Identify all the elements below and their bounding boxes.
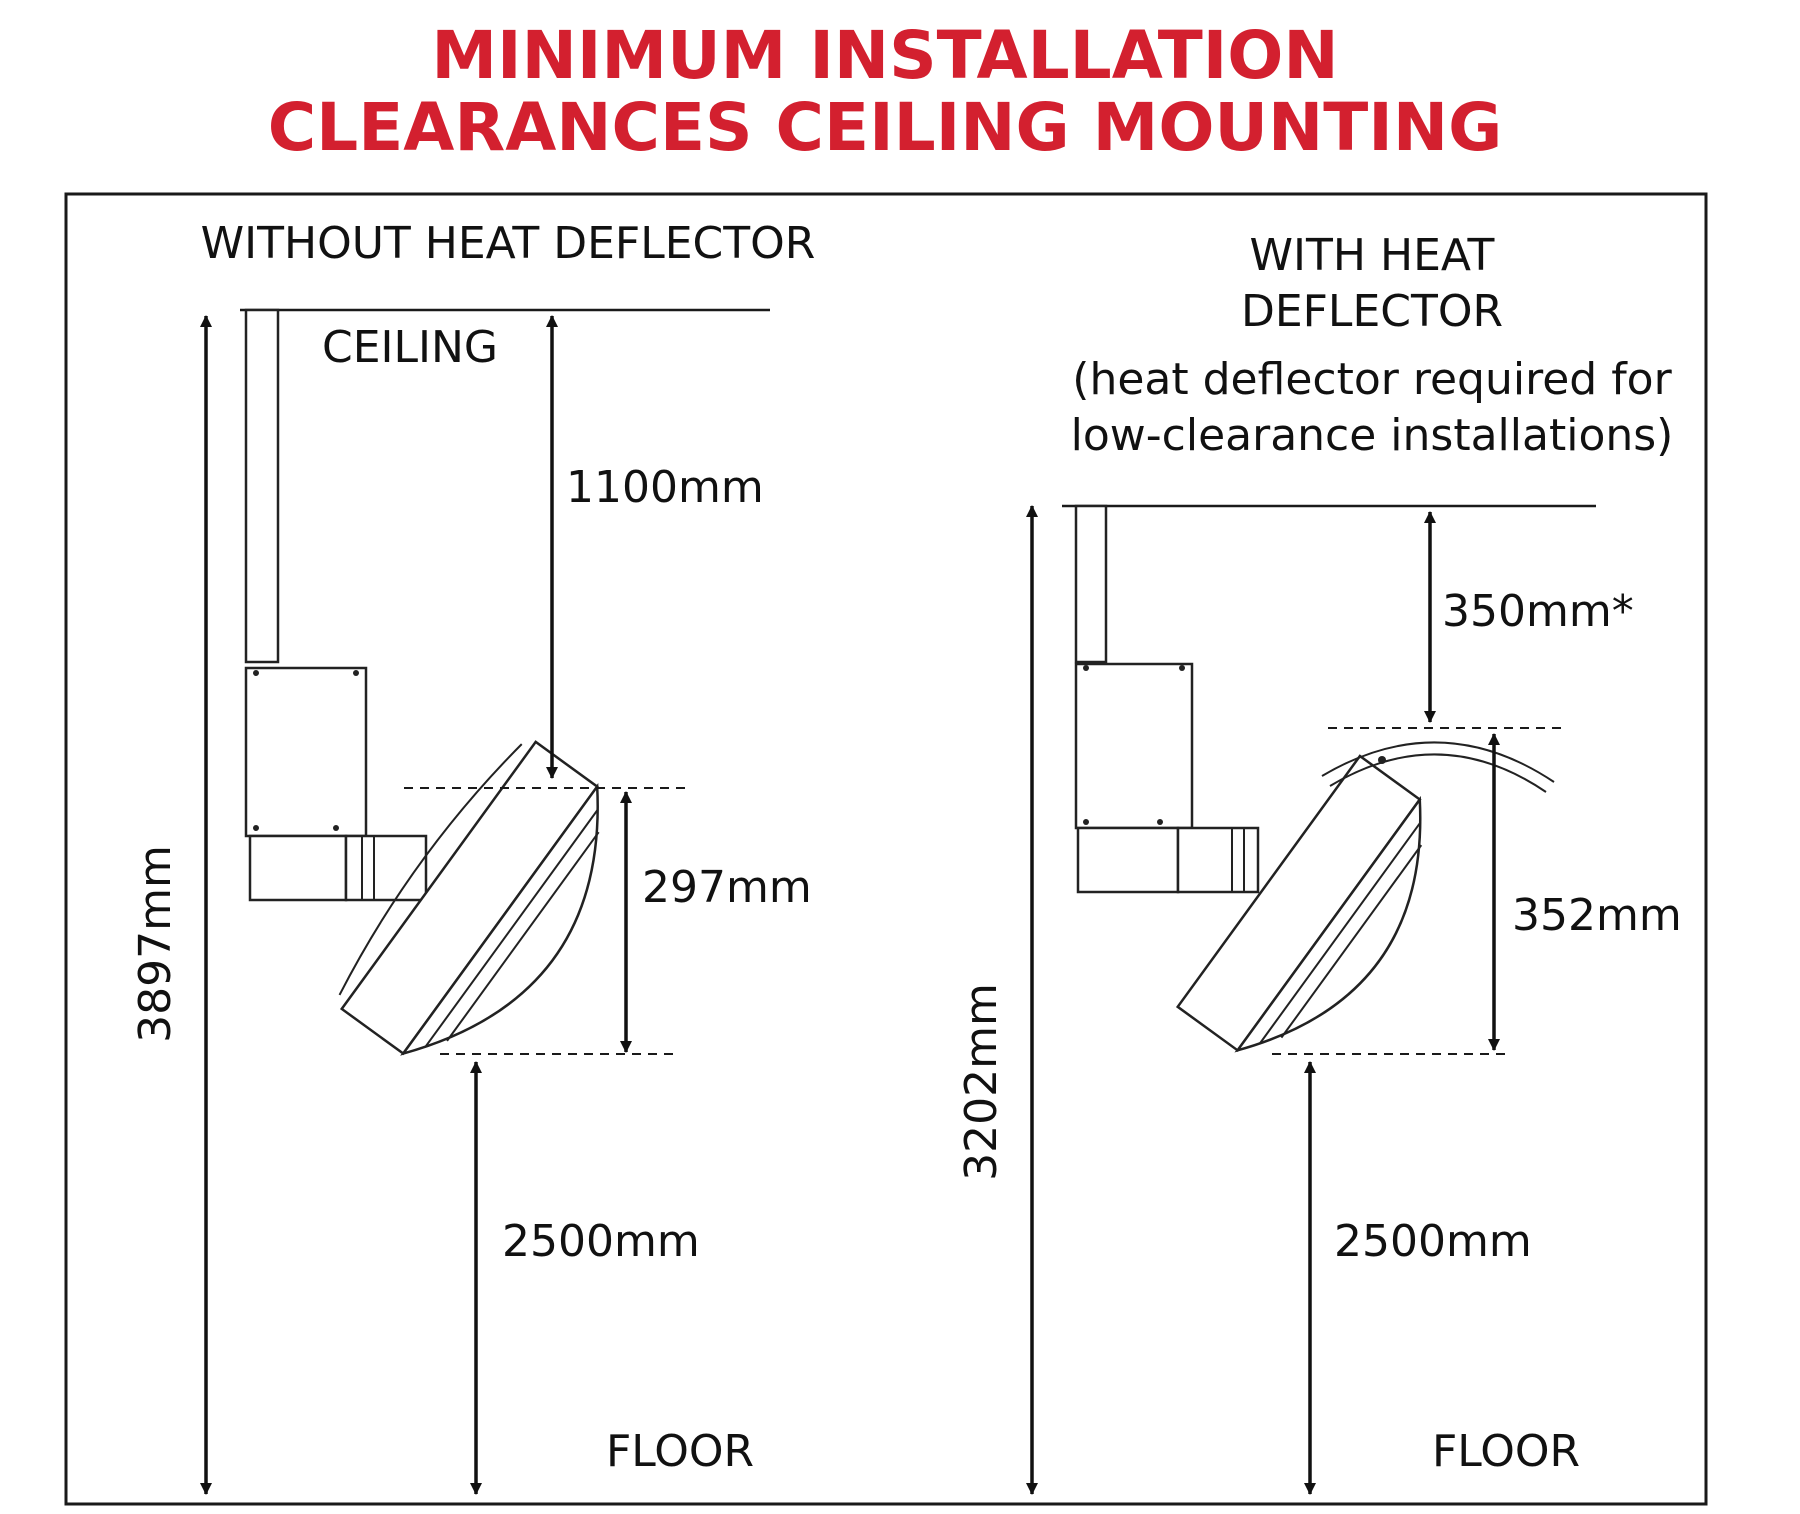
right-heading-line-2: DEFLECTOR xyxy=(1241,286,1503,337)
left-floor-label: FLOOR xyxy=(606,1426,754,1477)
right-heading-line-1: WITH HEAT xyxy=(1250,230,1495,281)
left-floor-clearance-label: 2500mm xyxy=(502,1216,700,1267)
right-floor-clearance-label: 2500mm xyxy=(1334,1216,1532,1267)
right-ceiling-clearance-label: 350mm* xyxy=(1442,586,1634,637)
left-total-height-label: 3897mm xyxy=(130,845,181,1043)
title-line-2: CLEARANCES CEILING MOUNTING xyxy=(268,89,1503,166)
left-ceiling-label: CEILING xyxy=(322,322,498,373)
left-heading: WITHOUT HEAT DEFLECTOR xyxy=(201,218,816,269)
right-panel: WITH HEAT DEFLECTOR (heat deflector requ… xyxy=(956,230,1682,1495)
right-heater-height-label: 352mm xyxy=(1512,890,1682,941)
right-floor-label: FLOOR xyxy=(1432,1426,1580,1477)
left-panel: WITHOUT HEAT DEFLECTOR CEILING xyxy=(130,218,816,1495)
left-heater-height-label: 297mm xyxy=(642,862,812,913)
right-note-line-1: (heat deflector required for xyxy=(1072,354,1672,405)
left-ceiling-clearance-label: 1100mm xyxy=(566,462,764,513)
heater-without-deflector xyxy=(244,308,600,1056)
title-line-1: MINIMUM INSTALLATION xyxy=(431,17,1338,94)
heater-with-deflector xyxy=(1074,504,1555,1053)
diagram-frame xyxy=(64,192,1708,1506)
right-total-height-label: 3202mm xyxy=(956,983,1007,1181)
right-note-line-2: low-clearance installations) xyxy=(1071,410,1674,461)
heat-deflector xyxy=(1321,741,1555,783)
